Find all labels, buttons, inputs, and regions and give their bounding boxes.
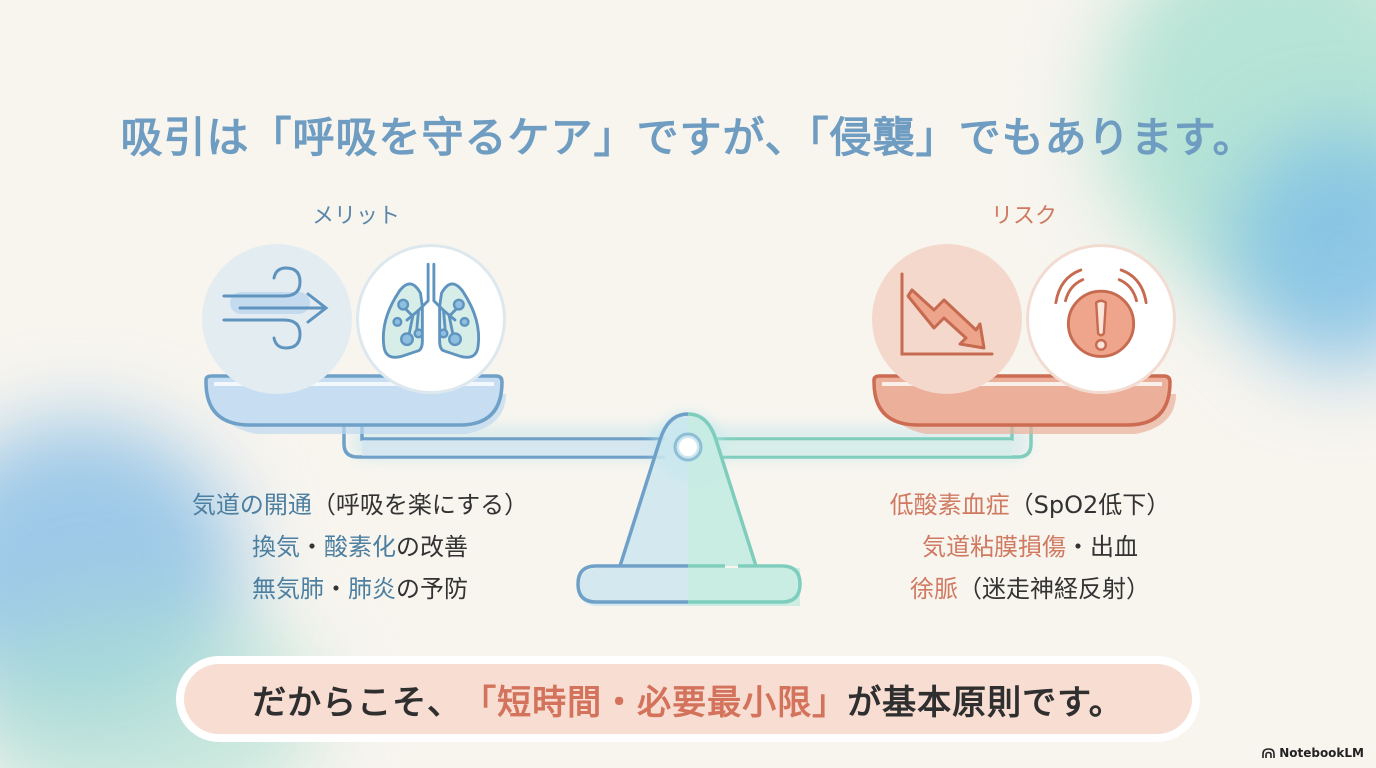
lungs-icon [381, 262, 481, 359]
page-title: 吸引は「呼吸を守るケア」ですが、「侵襲」でもあります。 [120, 113, 1256, 162]
merit-item: 無気肺・肺炎の予防 [252, 575, 468, 603]
alert-icon [1054, 268, 1148, 358]
merit-label: メリット [311, 204, 400, 229]
alert-icon-circle [1026, 244, 1176, 394]
notebooklm-watermark: NotebookLM [1262, 746, 1364, 760]
risk-item: 気道粘膜損傷・出血 [922, 533, 1138, 561]
lungs-icon-circle [356, 244, 506, 394]
risk-list: 低酸素血症（SpO2低下） 気道粘膜損傷・出血 徐脈（迷走神経反射） [850, 484, 1210, 610]
merit-item: 気道の開通（呼吸を楽にする） [191, 491, 529, 519]
conclusion-text: だからこそ、「短時間・必要最小限」が基本原則です。 [184, 664, 1192, 734]
risk-label: リスク [990, 204, 1057, 229]
conclusion-emphasis: 「短時間・必要最小限」 [462, 682, 848, 723]
wind-arrow-icon [222, 266, 329, 350]
notebooklm-logo-icon [1262, 748, 1275, 758]
wind-icon-circle [202, 244, 352, 394]
risk-item: 低酸素血症（SpO2低下） [889, 491, 1171, 519]
declining-chart-icon [900, 272, 994, 356]
chart-icon-circle [872, 244, 1022, 394]
background-watercolor [1230, 130, 1376, 370]
merit-list: 気道の開通（呼吸を楽にする） 換気・酸素化の改善 無気肺・肺炎の予防 [160, 484, 560, 610]
merit-item: 換気・酸素化の改善 [252, 533, 468, 561]
risk-item: 徐脈（迷走神経反射） [910, 575, 1150, 603]
conclusion-banner: だからこそ、「短時間・必要最小限」が基本原則です。 [176, 656, 1200, 742]
